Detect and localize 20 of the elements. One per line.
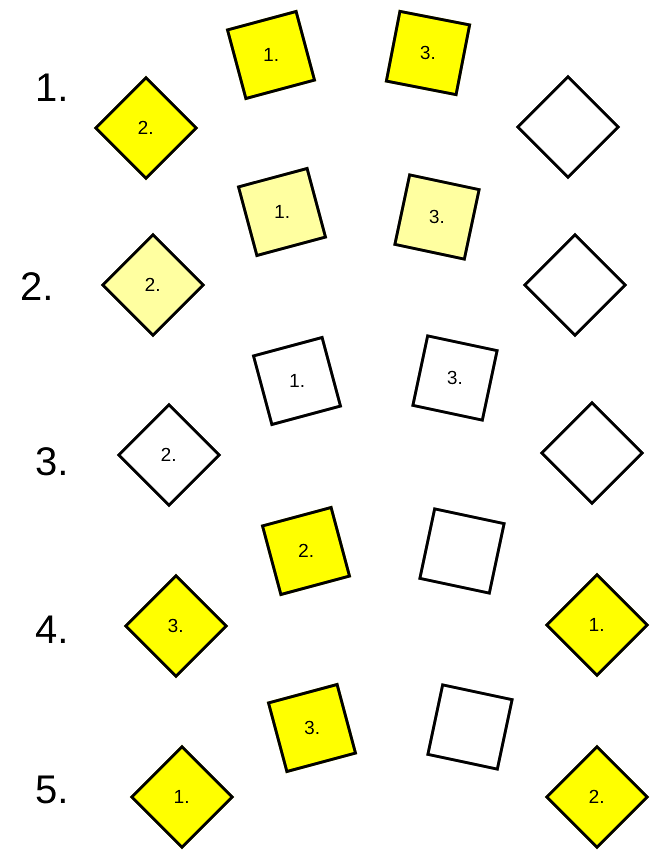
step-number: 3. <box>429 208 445 226</box>
step-number: 3. <box>420 44 436 62</box>
step-number: 2. <box>298 542 314 560</box>
row-number: 4. <box>35 610 68 650</box>
step-number: 1. <box>589 616 605 634</box>
step-number: 1. <box>274 202 290 222</box>
row-number: 5. <box>35 770 68 810</box>
step-number: 3. <box>168 616 184 636</box>
step-number: 2. <box>161 446 177 464</box>
row-number: 3. <box>35 442 68 482</box>
row-number: 2. <box>20 267 54 307</box>
step-number: 1. <box>174 788 190 806</box>
step-number: 2. <box>589 788 605 806</box>
step-number: 2. <box>138 118 154 138</box>
step-number: 1. <box>289 372 305 390</box>
step-number: 3. <box>304 718 320 738</box>
step-number: 1. <box>263 46 279 64</box>
step-number: 2. <box>145 276 161 294</box>
row-number: 1. <box>35 68 68 108</box>
step-number: 3. <box>447 368 463 388</box>
